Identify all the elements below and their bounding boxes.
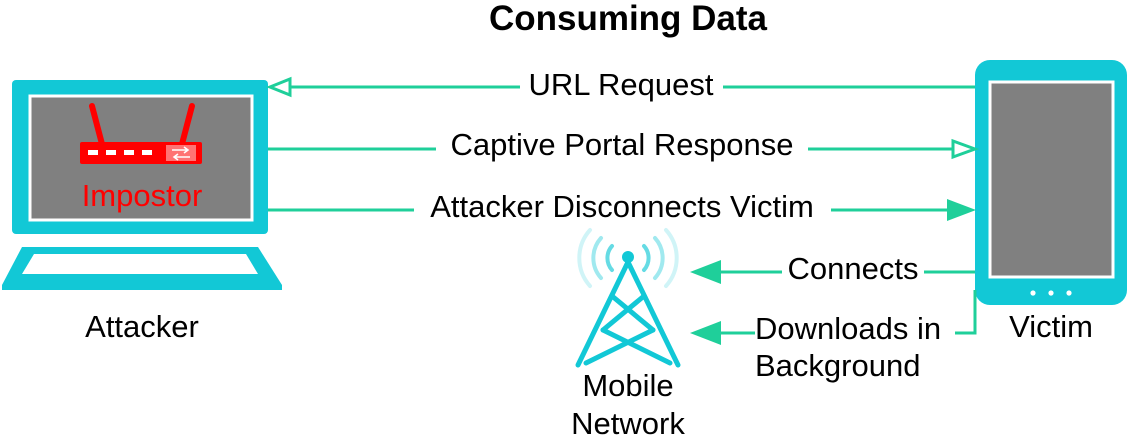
connects-label: Connects xyxy=(788,251,919,286)
downloads-label-line1: Downloads in xyxy=(755,311,941,346)
smartphone-icon xyxy=(975,60,1127,305)
impostor-label: Impostor xyxy=(82,178,203,213)
captive-portal-label: Captive Portal Response xyxy=(451,127,794,162)
victim-label: Victim xyxy=(1009,309,1093,344)
network-label-line2: Network xyxy=(571,406,685,438)
diagram-title: Consuming Data xyxy=(489,0,768,38)
attacker-label: Attacker xyxy=(85,309,199,344)
arrow-url-request xyxy=(265,76,975,98)
network-label-line1: Mobile xyxy=(582,368,673,403)
arrow-downloads xyxy=(690,290,977,345)
disconnects-label: Attacker Disconnects Victim xyxy=(430,189,814,224)
cell-tower-icon xyxy=(575,228,681,368)
downloads-label-line2: Background xyxy=(755,348,920,383)
arrow-connects xyxy=(690,260,975,284)
arrow-captive-portal xyxy=(268,138,980,160)
router-icon xyxy=(80,103,202,164)
url-request-label: URL Request xyxy=(529,67,714,102)
arrow-disconnects xyxy=(268,199,976,221)
